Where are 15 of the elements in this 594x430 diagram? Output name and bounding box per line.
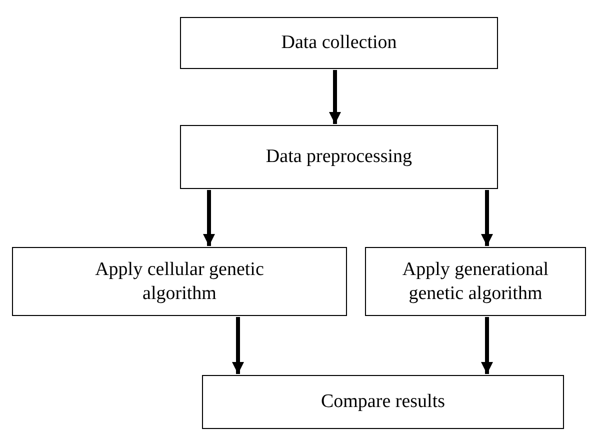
arrow [481,190,493,246]
box-label: Compare results [320,390,445,414]
process-box [12,247,347,316]
arrow [329,70,341,124]
box-label: Data preprocessing [266,145,412,169]
box-label: Apply cellular genetic algorithm [94,258,265,306]
arrow [203,190,215,246]
process-box [180,125,498,189]
process-box [202,375,564,429]
arrow [232,317,244,374]
process-box [180,17,498,69]
arrow [481,317,493,374]
process-box [365,247,586,316]
box-label: Data collection [281,31,397,55]
box-label: Apply generational genetic algorithm [401,258,550,306]
